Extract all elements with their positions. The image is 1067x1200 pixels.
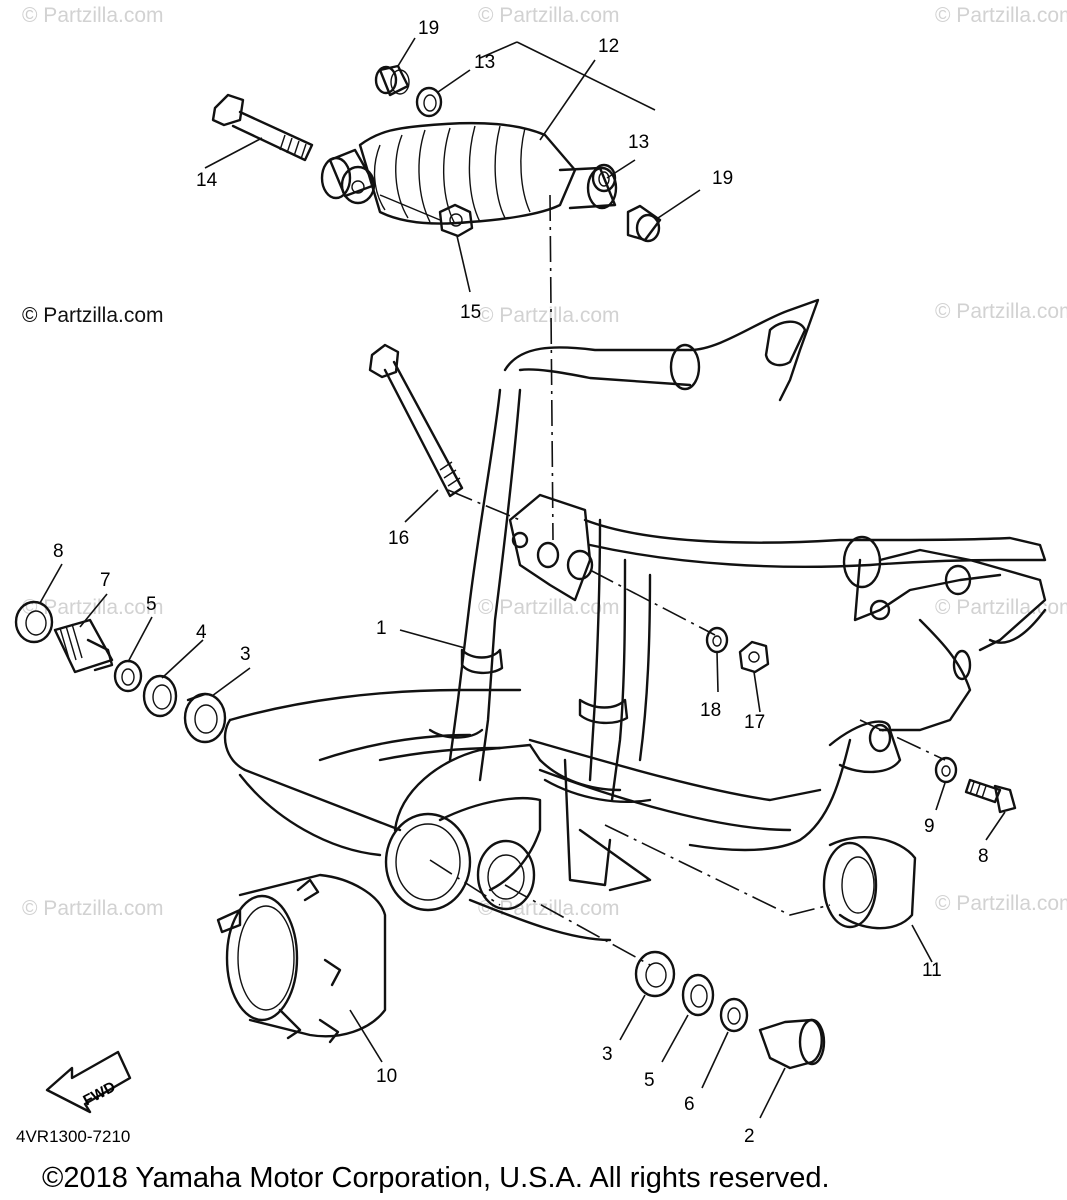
- bolt-14: [211, 93, 314, 162]
- callout-10: 10: [376, 1066, 397, 1087]
- callout-19-top: 19: [418, 18, 439, 39]
- rear-shock-absorber: [320, 121, 618, 225]
- callout-15: 15: [460, 302, 481, 323]
- fwd-label: FWD: [80, 1078, 118, 1109]
- watermark-lower-center: © Partzilla.com: [478, 596, 620, 619]
- watermark-bottom-left: © Partzilla.com: [22, 897, 164, 920]
- nut-7: [14, 600, 54, 644]
- callout-3-left: 3: [240, 644, 251, 665]
- bearing-3-left: [183, 692, 227, 744]
- watermark-top-left: © Partzilla.com: [22, 4, 164, 27]
- watermark-lower-right: © Partzilla.com: [935, 596, 1067, 619]
- nut-17: [738, 640, 770, 674]
- watermark-mid-center: © Partzilla.com: [478, 304, 620, 327]
- callout-13-top: 13: [474, 52, 495, 73]
- swingarm-frame: [223, 298, 1047, 942]
- callout-16: 16: [388, 528, 409, 549]
- seal-4-right: [681, 973, 715, 1017]
- watermark-mid-right: © Partzilla.com: [935, 300, 1067, 323]
- watermark-lower-left: © Partzilla.com: [22, 596, 164, 619]
- callout-13-right: 13: [628, 132, 649, 153]
- washer-5-right: [719, 997, 749, 1033]
- alignment-lines: [429, 194, 946, 966]
- callout-8: 8: [978, 846, 989, 867]
- callout-17: 17: [744, 712, 765, 733]
- watermark-top-center: © Partzilla.com: [478, 4, 620, 27]
- pivot-shaft-6: [53, 618, 114, 674]
- seal-4-left: [142, 674, 178, 718]
- washer-5-left: [113, 659, 143, 693]
- callout-5-left: 5: [146, 594, 157, 615]
- washer-13-top: [415, 86, 443, 118]
- washer-9: [934, 756, 958, 784]
- callout-1: 1: [376, 618, 387, 639]
- callout-6: 7: [100, 570, 111, 591]
- callout-5-right: 6: [684, 1094, 695, 1115]
- callout-18: 18: [700, 700, 721, 721]
- callout-labels: 19 13 12 13 19 14 15 16 8 7 5 4 3 1 18 1…: [53, 18, 989, 1147]
- pivot-bolt-2: [758, 1018, 826, 1070]
- callout-14: 14: [196, 170, 218, 191]
- collar-19-top: [374, 64, 410, 97]
- cover-11: [822, 836, 917, 930]
- nut-15: [379, 194, 474, 238]
- watermark-top-right: © Partzilla.com: [935, 4, 1067, 27]
- callout-7: 8: [53, 541, 64, 562]
- cover-10: [216, 873, 387, 1044]
- watermarks: © Partzilla.com © Partzilla.com © Partzi…: [22, 4, 1067, 920]
- watermark-bottom-right: © Partzilla.com: [935, 892, 1067, 915]
- callout-2: 2: [744, 1126, 755, 1147]
- bolt-16: [368, 343, 464, 498]
- bearing-3-right: [634, 950, 676, 998]
- washer-13-right: [591, 163, 617, 193]
- copyright-notice: ©2018 Yamaha Motor Corporation, U.S.A. A…: [42, 1162, 830, 1194]
- callout-4-right: 5: [644, 1070, 655, 1091]
- callout-9: 9: [924, 816, 935, 837]
- callout-19-right: 19: [712, 168, 733, 189]
- collar-19-right: [626, 204, 662, 243]
- callout-11: 11: [922, 960, 942, 981]
- callout-12: 12: [598, 36, 619, 57]
- callout-4-left: 4: [196, 622, 207, 643]
- diagram-code: 4VR1300-7210: [16, 1127, 130, 1146]
- fwd-arrow-icon: FWD: [45, 1050, 132, 1114]
- watermark-left-dark: © Partzilla.com: [22, 304, 164, 327]
- washer-18: [705, 626, 729, 654]
- leader-lines: [39, 37, 1006, 1119]
- callout-3-right: 3: [602, 1044, 613, 1065]
- bolt-8: [964, 778, 1017, 814]
